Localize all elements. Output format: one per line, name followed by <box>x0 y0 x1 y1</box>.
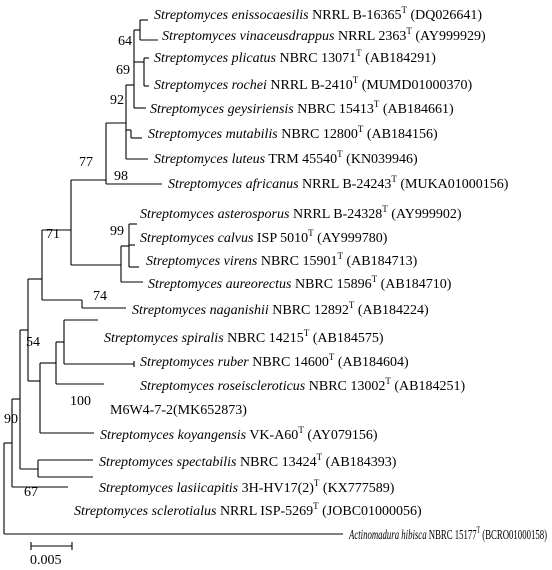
bootstrap-value: 54 <box>26 335 40 350</box>
leaf-label: Streptomyces naganishii NBRC 12892T (AB1… <box>132 300 429 318</box>
scale-bar: 0.005 <box>30 542 73 568</box>
leaf-label: Streptomyces calvus ISP 5010T (AY999780) <box>140 228 388 246</box>
bootstrap-value: 67 <box>24 485 38 500</box>
leaf-label: Streptomyces virens NBRC 15901T (AB18471… <box>146 251 418 269</box>
leaf-label: Streptomyces geysiriensis NBRC 15413T (A… <box>150 99 454 117</box>
bootstrap-value: 92 <box>110 93 124 108</box>
leaf-label: Streptomyces enissocaesilis NRRL B-16365… <box>154 5 482 23</box>
leaf-label: Streptomyces africanus NRRL B-24243T (MU… <box>168 174 509 192</box>
leaf-label: Streptomyces lasiicapitis 3H-HV17(2)T (K… <box>99 478 395 496</box>
leaf-label: Streptomyces spiralis NBRC 14215T (AB184… <box>104 328 384 346</box>
scale-bar-label: 0.005 <box>30 553 62 568</box>
leaf-label: Streptomyces mutabilis NBRC 12800T (AB18… <box>148 124 438 142</box>
leaf-label: Streptomyces rochei NRRL B-2410T (MUMD01… <box>154 75 472 93</box>
leaf-label-outgroup: Actinomadura hibisca NBRC 15177T (BCRO01… <box>348 525 547 543</box>
bootstrap-value: 69 <box>116 63 130 78</box>
leaf-label: Streptomyces spectabilis NBRC 13424T (AB… <box>99 452 397 470</box>
leaf-label: Streptomyces ruber NBRC 14600T (AB184604… <box>140 352 409 370</box>
scale-bar-line <box>30 542 73 550</box>
bootstrap-value: 90 <box>4 412 18 427</box>
bootstrap-value: 71 <box>46 227 60 242</box>
bootstrap-value: 99 <box>110 224 124 239</box>
leaf-label: Streptomyces koyangensis VK-A60T (AY0791… <box>100 425 378 443</box>
bootstrap-values: 64 69 92 77 98 99 71 74 54 100 90 67 <box>4 34 132 500</box>
bootstrap-value: 100 <box>70 394 91 409</box>
bootstrap-value: 74 <box>93 289 107 304</box>
leaf-label: Streptomyces asterosporus NRRL B-24328T … <box>140 204 462 222</box>
leaf-label: Streptomyces plicatus NBRC 13071T (AB184… <box>154 48 436 66</box>
leaf-label: Streptomyces sclerotialus NRRL ISP-5269T… <box>74 501 422 519</box>
leaf-label-query-strain: M6W4-7-2(MK652873) <box>110 403 247 418</box>
bootstrap-value: 77 <box>79 155 93 170</box>
bootstrap-value: 64 <box>118 34 132 49</box>
leaf-label: Streptomyces aureorectus NBRC 15896T (AB… <box>148 274 452 292</box>
bootstrap-value: 98 <box>114 169 128 184</box>
tree-branches <box>3 19 343 535</box>
leaf-label: Streptomyces roseiscleroticus NBRC 13002… <box>140 376 465 394</box>
leaf-label: Streptomyces luteus TRM 45540T (KN039946… <box>154 149 418 167</box>
leaf-labels: Streptomyces enissocaesilis NRRL B-16365… <box>74 5 547 543</box>
leaf-label: Streptomyces vinaceusdrappus NRRL 2363T … <box>162 26 486 44</box>
